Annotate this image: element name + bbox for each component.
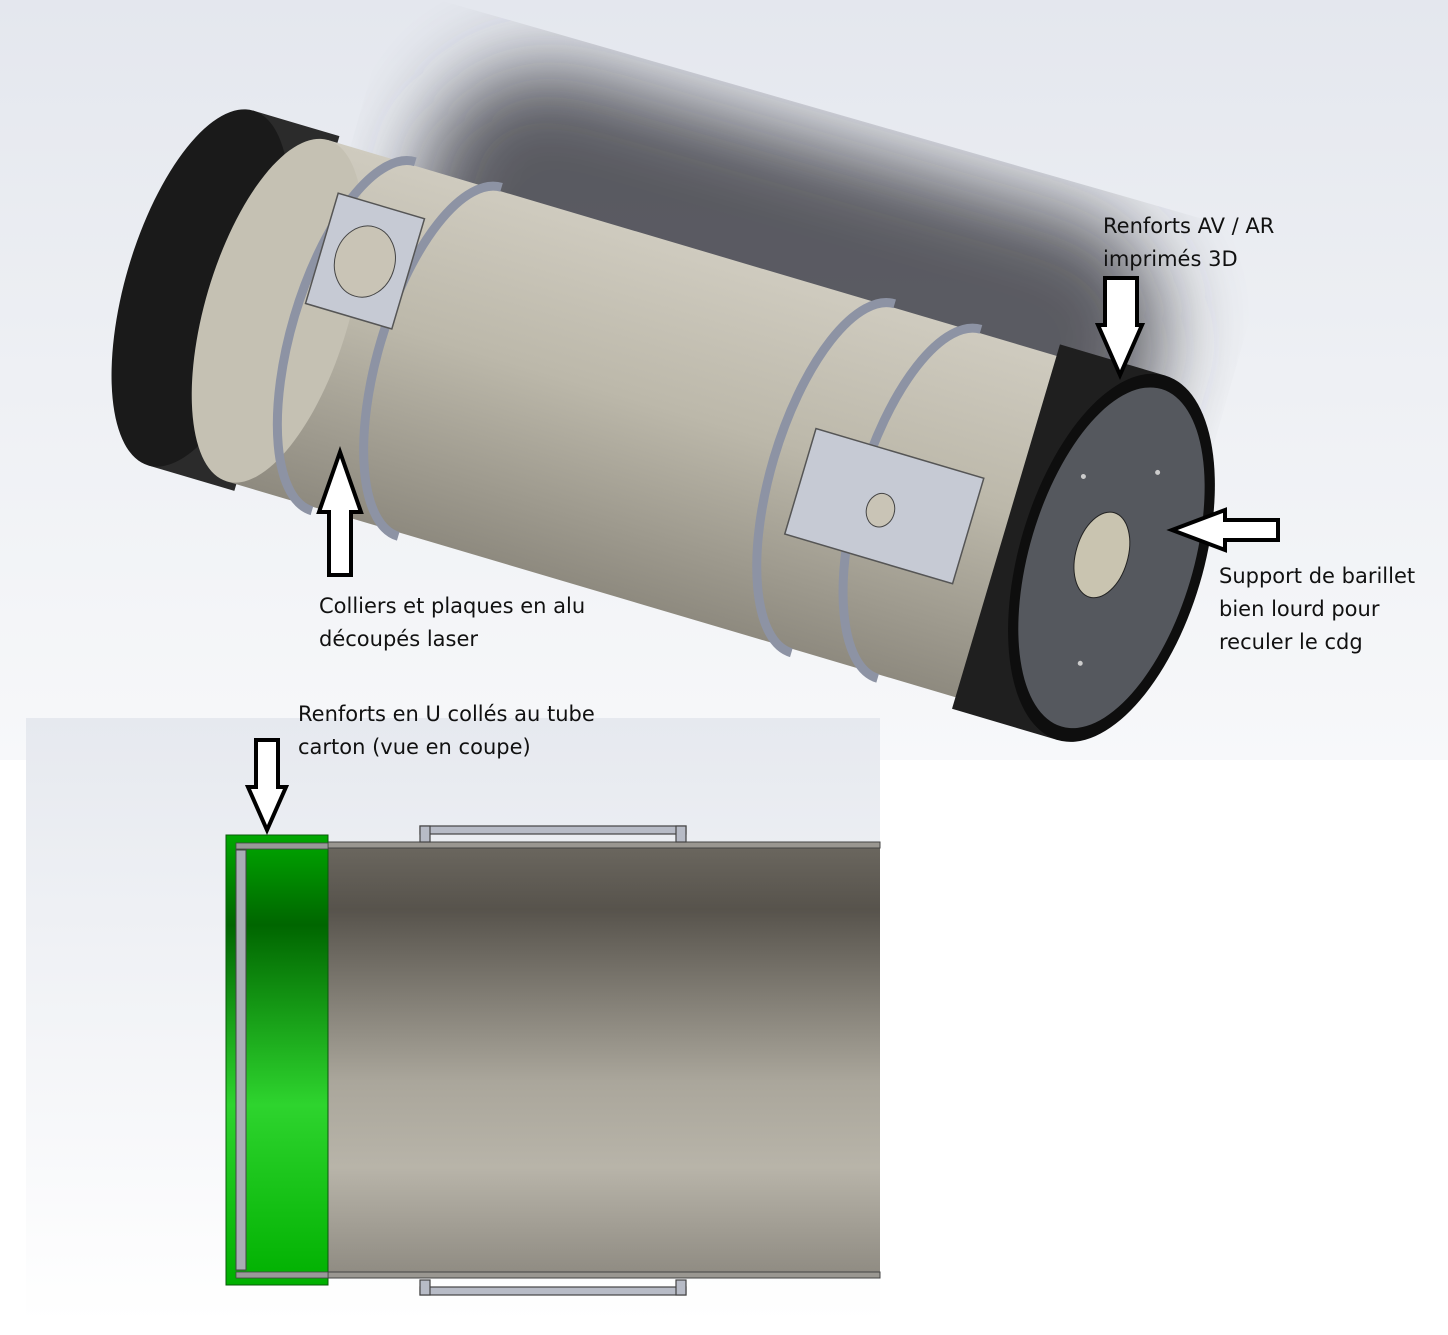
label-line: découpés laser [319, 627, 479, 651]
telescope-3d-view [111, 109, 1215, 742]
label-cell-support: Support de barillet bien lourd pour recu… [1219, 560, 1415, 659]
tube-body [226, 140, 1134, 720]
label-u-reinforcements: Renforts en U collés au tube carton (vue… [298, 698, 595, 764]
label-line: imprimés 3D [1103, 247, 1238, 271]
label-end-reinforcements: Renforts AV / AR imprimés 3D [1103, 210, 1274, 276]
label-line: Colliers et plaques en alu [319, 594, 586, 618]
label-line: carton (vue en coupe) [298, 735, 531, 759]
section-collars [419, 825, 687, 1296]
label-line: reculer le cdg [1219, 630, 1363, 654]
label-line: Renforts AV / AR [1103, 214, 1275, 238]
arrow-up-collars [316, 445, 364, 577]
aluminium-plate-rear [304, 192, 426, 330]
label-line: Renforts en U collés au tube [298, 702, 595, 726]
label-collars: Colliers et plaques en alu découpés lase… [319, 590, 585, 656]
label-line: Support de barillet [1219, 564, 1416, 588]
arrow-down-u-reinforcement [244, 738, 290, 835]
section-tube [328, 845, 880, 1275]
aluminium-plate-front [783, 427, 985, 585]
section-view [26, 718, 881, 1323]
label-line: bien lourd pour [1219, 597, 1380, 621]
central-hole [1073, 511, 1131, 599]
arrow-down-end-reinforcement [1094, 276, 1146, 380]
arrow-left-cell-support [1166, 507, 1280, 553]
